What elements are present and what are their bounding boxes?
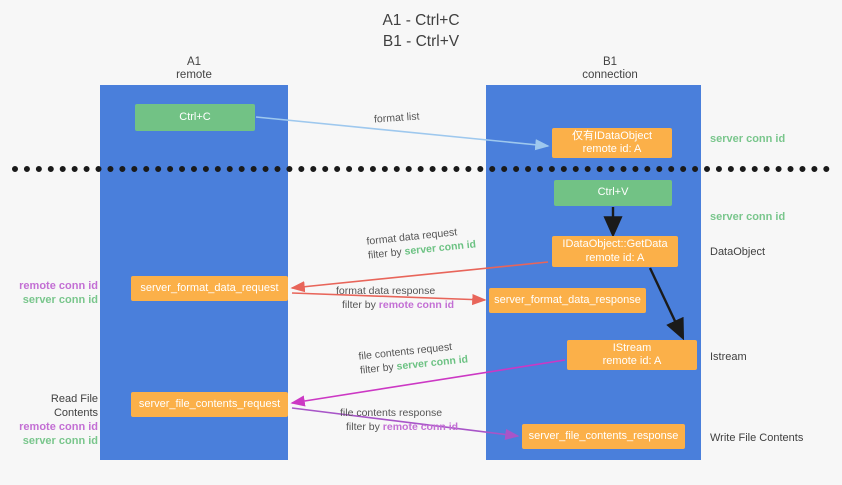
node-getdata-sub: remote id: A [585,251,645,264]
annotation-fcresp-line1: file contents response [340,407,443,419]
node-getdata-label: IDataObject::GetData [562,238,668,250]
annotation-fdresp-prefix: filter by [342,299,379,311]
node-data-object[interactable]: 仅有IDataObject remote id: A [552,128,672,158]
annotation-fcreq-prefix: filter by [359,360,398,377]
annotation-format-list-text: format list [373,110,420,126]
node-ctrl-c[interactable]: Ctrl+C [135,104,255,131]
lane-b1-sub: connection [582,69,638,81]
node-data-object-sub: remote id: A [582,143,642,155]
node-server-format-data-request[interactable]: server_format_data_request [131,276,288,301]
tag-read-file-contents: Read File Contents [50,393,98,419]
tag-remote-conn-id-2: remote conn id [19,421,98,433]
tag-read-file-contents-group: Read File Contents remote conn id server… [8,392,98,448]
tag-istream: Istream [710,351,747,363]
title-line-2: B1 - Ctrl+V [382,33,460,50]
annotation-format-list: format list [374,109,420,126]
lane-b1-header: B1 connection [520,56,700,82]
node-istream-label: IStream [612,341,652,354]
node-format-data-response-label: server_format_data_response [494,293,641,306]
node-ctrl-v[interactable]: Ctrl+V [554,180,672,206]
tag-remote-conn-id-1: remote conn id [19,280,98,292]
node-istream-sub: remote id: A [602,355,662,367]
lane-b1-name: B1 [602,56,618,68]
node-ctrl-v-label: Ctrl+V [597,186,629,199]
tag-server-conn-id-1: server conn id [22,294,98,306]
annotation-file-contents-response: file contents response filter by remote … [340,406,458,434]
divider-dashed [12,166,830,172]
annotation-fcresp-prefix: filter by [346,421,383,433]
annotation-fdreq-prefix: filter by [367,245,406,262]
node-file-contents-request-label: server_file_contents_request [138,397,281,410]
annotation-fdresp-value: remote conn id [378,299,455,311]
lane-a1-name: A1 [186,56,202,68]
annotation-format-data-request: format data request filter by server con… [366,223,477,262]
node-server-file-contents-request[interactable]: server_file_contents_request [131,392,288,417]
node-ctrl-c-label: Ctrl+C [179,110,211,123]
page-title: A1 - Ctrl+C B1 - Ctrl+V [0,10,842,52]
tag-data-object: DataObject [710,246,766,258]
tag-write-file-contents: Write File Contents [710,432,804,444]
annotation-file-contents-request: file contents request filter by server c… [358,338,469,377]
title-line-1: A1 - Ctrl+C [382,12,460,29]
tag-server-conn-id-mid: server conn id [710,211,786,223]
annotation-fdresp-line1: format data response [336,285,436,297]
tag-conn-ids-middle: remote conn id server conn id [8,279,98,307]
node-format-data-request-label: server_format_data_request [140,281,279,294]
node-server-file-contents-response[interactable]: server_file_contents_response [522,424,685,449]
node-istream[interactable]: IStream remote id: A [567,340,697,370]
lane-a1-header: A1 remote [104,56,284,82]
lane-a1-sub: remote [176,69,212,81]
tag-server-conn-id-2: server conn id [22,435,98,447]
node-data-object-label: 仅有IDataObject [571,129,653,142]
node-server-format-data-response[interactable]: server_format_data_response [489,288,646,313]
node-file-contents-response-label: server_file_contents_response [528,429,679,442]
annotation-format-data-response: format data response filter by remote co… [336,284,454,312]
annotation-fcresp-value: remote conn id [382,421,459,433]
tag-server-conn-id-top: server conn id [710,133,786,145]
node-idataobject-getdata[interactable]: IDataObject::GetData remote id: A [552,236,678,267]
